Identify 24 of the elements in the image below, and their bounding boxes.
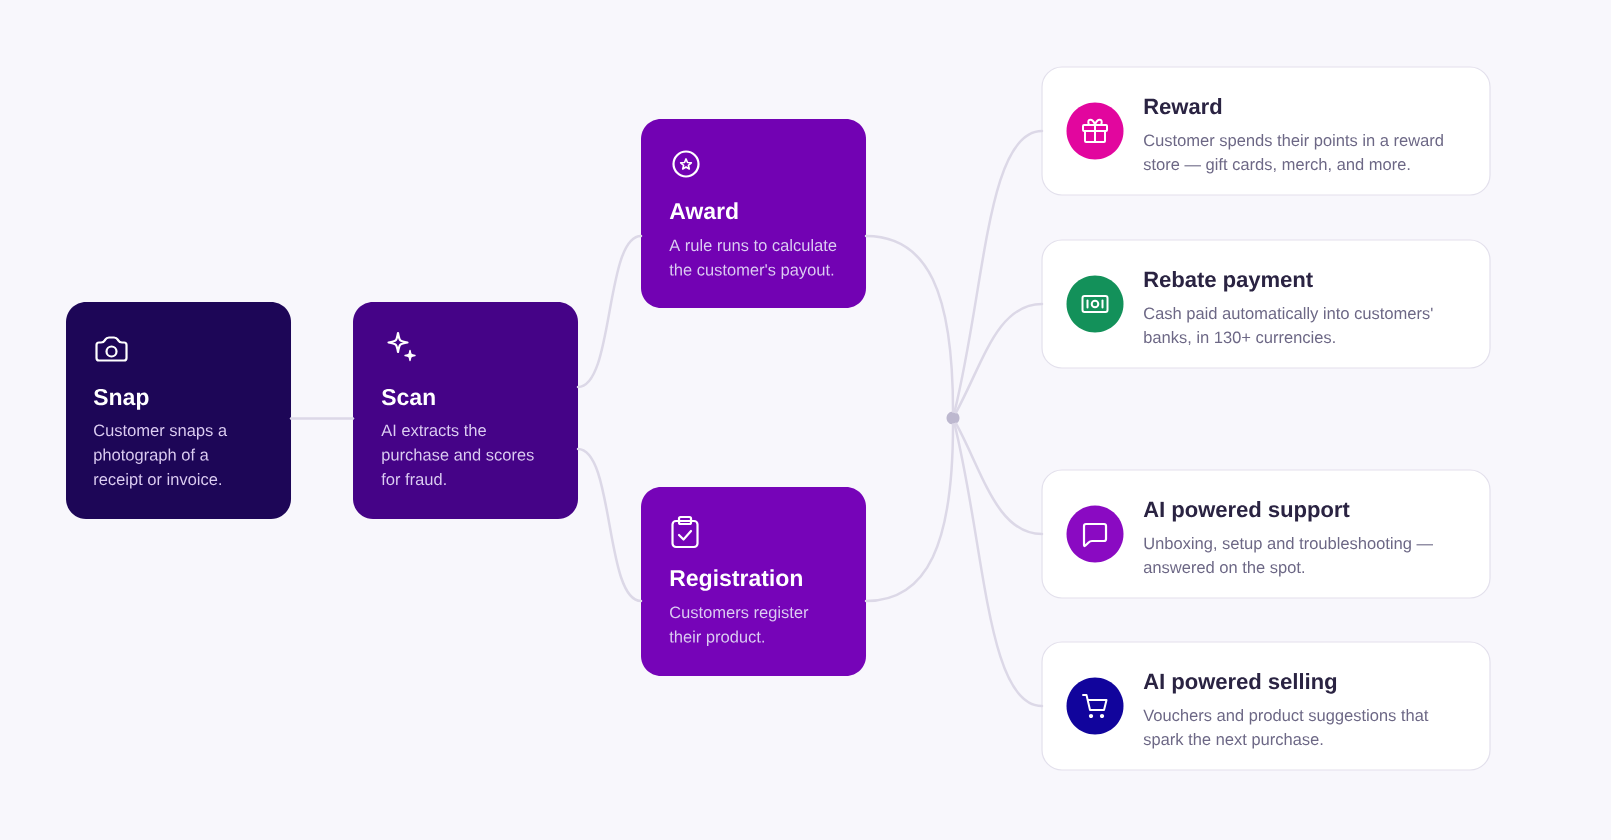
- card-description: Customers register their product.: [669, 606, 809, 646]
- card-description: Vouchers and product suggestions that spark the next purchase.: [1143, 709, 1429, 749]
- card-title: Registration: [670, 569, 802, 591]
- card-title: Rebate payment: [1144, 271, 1313, 292]
- card-description: Customer spends their points in a reward store — gift cards, merch, and more.: [1143, 134, 1443, 174]
- card-title: AI powered support: [1143, 501, 1350, 522]
- connector-line: [954, 302, 1044, 414]
- card-description: Cash paid automatically into customers' banks, in 130+ currencies.: [1144, 307, 1433, 346]
- card-description: Customer snaps a photograph of a receipt or invoice.: [94, 424, 228, 489]
- card-title: Scan: [381, 388, 435, 406]
- connector-line: [953, 423, 1044, 708]
- card-title: Snap: [93, 388, 149, 410]
- connector-line: [864, 234, 955, 413]
- connector-line: [576, 234, 643, 389]
- connector-line: [954, 422, 1044, 536]
- connector-line: [864, 423, 955, 603]
- card-description: A rule runs to calculate the customer's payout.: [669, 239, 837, 279]
- card-title: Award: [669, 202, 738, 220]
- card-title: Reward: [1144, 98, 1222, 115]
- card-description: Unboxing, setup and troubleshooting — answered on the spot.: [1143, 537, 1433, 577]
- card-title: AI powered selling: [1143, 673, 1337, 694]
- card-description: AI extracts the purchase and scores for fraud.: [381, 424, 534, 486]
- connector-line: [576, 447, 643, 603]
- connector-line: [953, 129, 1044, 413]
